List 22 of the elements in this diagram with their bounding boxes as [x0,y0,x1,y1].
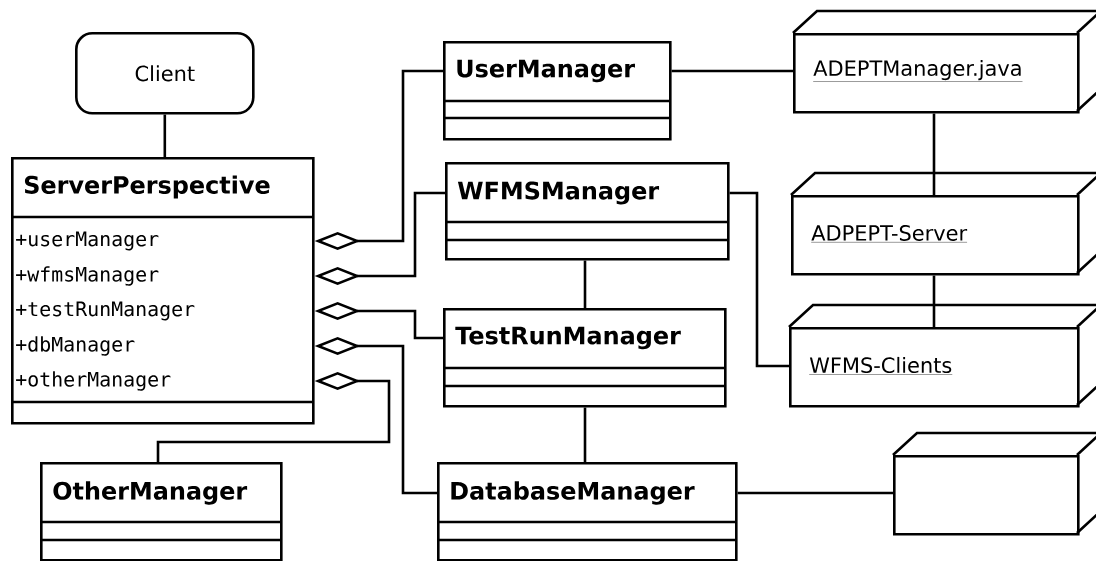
association-line [163,114,167,157]
association-line [932,275,936,327]
class-name: DatabaseManager [451,481,695,505]
attribute-text: +dbManager [16,336,135,356]
class-name: WFMSManager [457,181,660,205]
class-name: UserManager [457,59,635,83]
association-line [737,491,893,495]
association-line [932,113,936,195]
attribute-text: +otherManager [16,371,171,391]
aggregation-line [156,372,391,462]
association-line [583,407,587,462]
association-line [729,191,789,368]
class-name: OtherManager [53,481,248,505]
attribute-text: +testRunManager [16,301,195,321]
class-name: TestRunManager [455,326,681,350]
actor-label: Client [135,65,195,82]
association-line [583,260,587,308]
attribute-text: +wfmsManager [16,266,159,286]
attribute-text: +userManager [16,231,159,251]
deployment-node-box [892,431,1096,536]
class-name: ServerPerspective [24,175,270,199]
association-line [671,69,793,73]
